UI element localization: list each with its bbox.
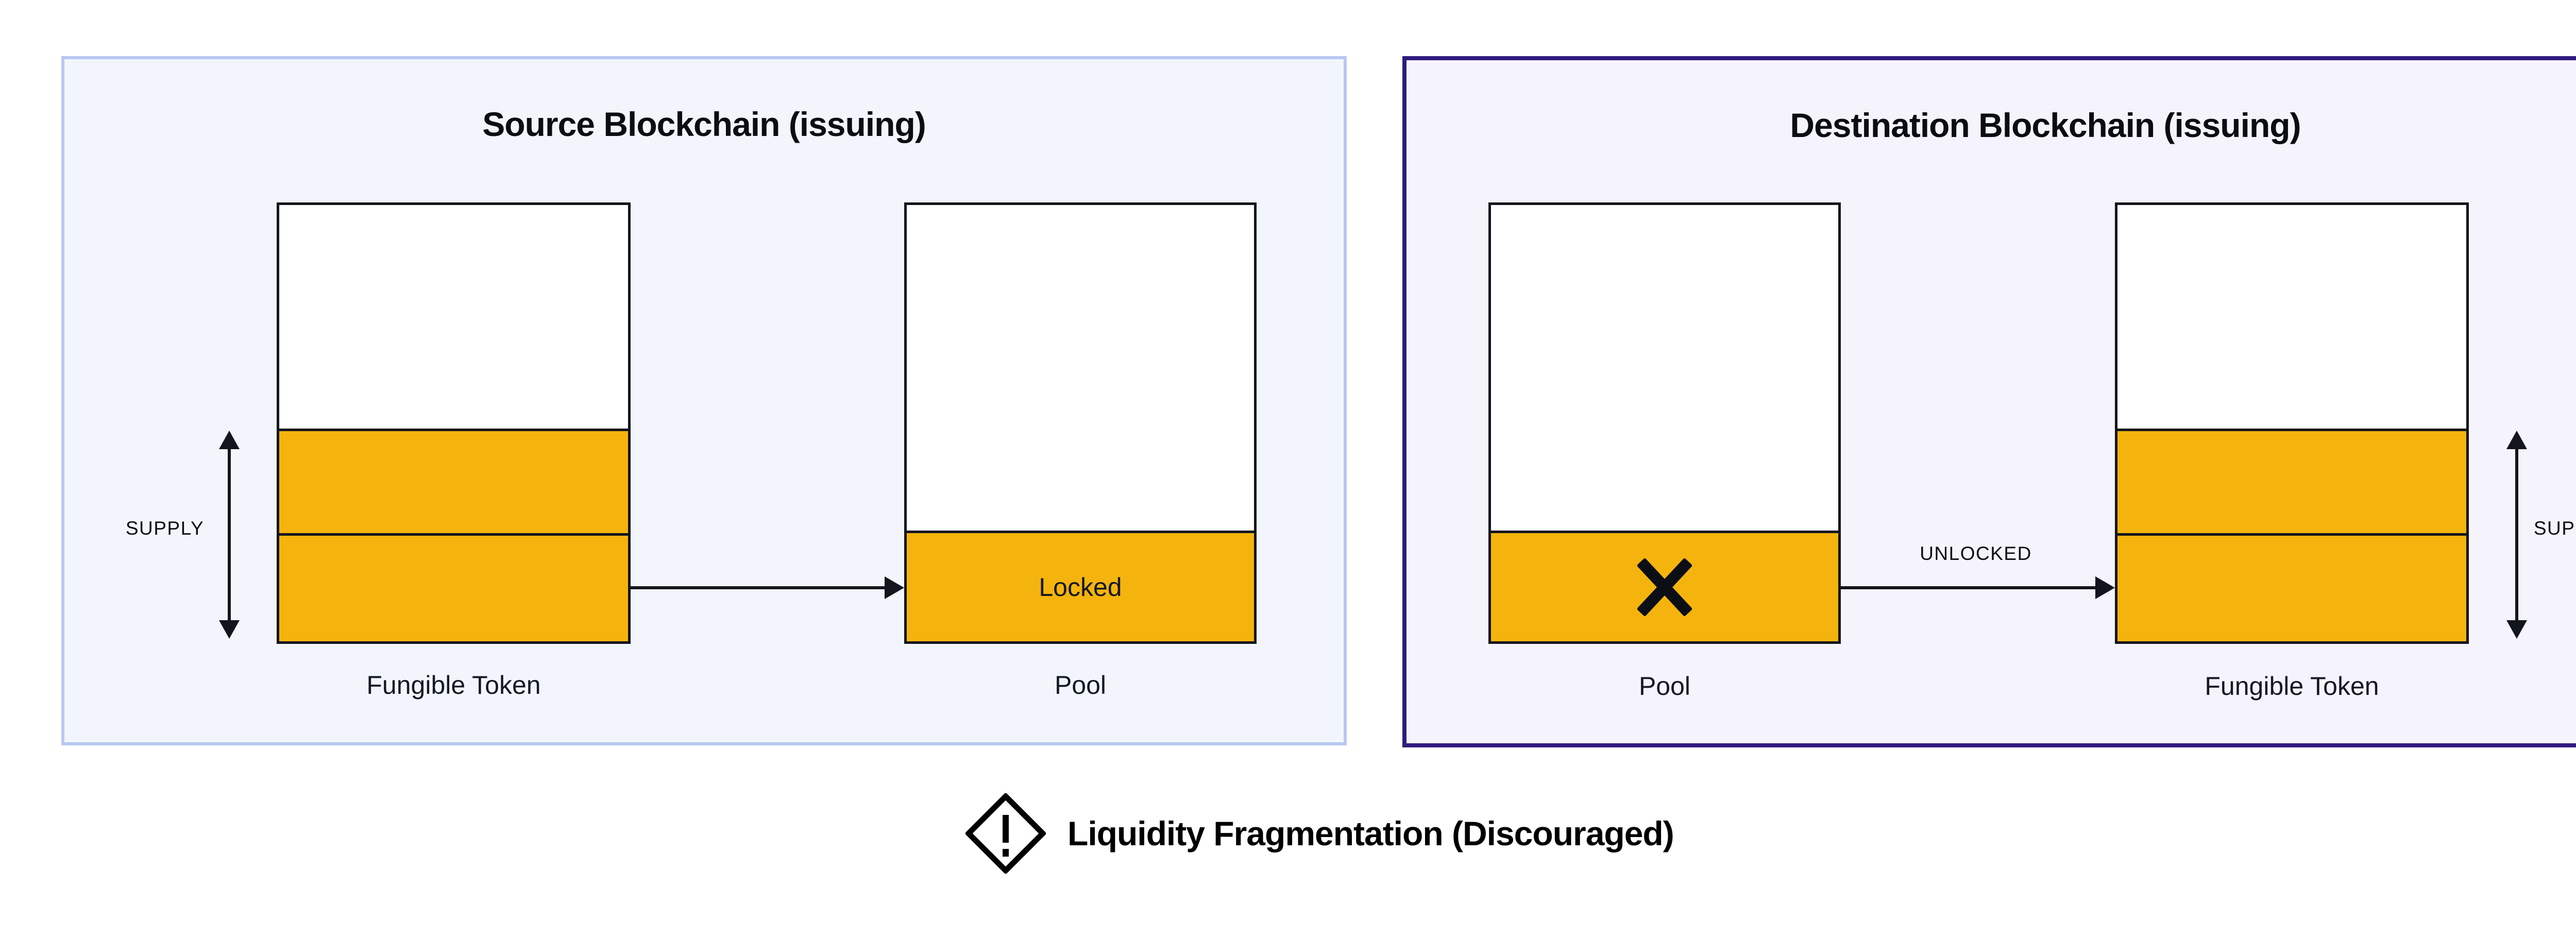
destination-supply-range-arrow-icon bbox=[2506, 431, 2527, 639]
destination-pool-empty-area bbox=[1491, 205, 1838, 531]
locked-label: Locked bbox=[1039, 573, 1122, 602]
source-pool-label: Pool bbox=[1054, 671, 1107, 700]
source-pool-locked-segment: Locked bbox=[907, 531, 1254, 641]
source-fungible-token-supply-segment-bottom bbox=[279, 533, 628, 641]
source-pool-empty-area bbox=[907, 205, 1254, 531]
destination-fungible-token-supply-segment-bottom bbox=[2117, 533, 2466, 641]
source-fungible-token-box bbox=[277, 202, 631, 644]
destination-panel-title: Destination Blockchain (issuing) bbox=[1790, 106, 2301, 144]
x-mark-icon bbox=[1636, 557, 1693, 617]
destination-fungible-token-box bbox=[2115, 202, 2469, 644]
caption-text: Liquidity Fragmentation (Discouraged) bbox=[1067, 814, 1674, 852]
source-fungible-token-label: Fungible Token bbox=[366, 671, 541, 700]
source-panel-title: Source Blockchain (issuing) bbox=[482, 105, 926, 143]
warning-diamond-exclamation-icon bbox=[965, 793, 1046, 874]
source-pool-box: Locked bbox=[904, 202, 1257, 644]
destination-pool-box bbox=[1488, 202, 1841, 644]
source-supply-range-arrow-icon bbox=[219, 431, 240, 639]
source-transfer-arrow-icon bbox=[631, 576, 904, 599]
destination-pool-unlocked-segment bbox=[1491, 531, 1838, 641]
source-fungible-token-supply-segment-top bbox=[279, 429, 628, 533]
destination-supply-label: SUPPLY bbox=[2533, 518, 2576, 539]
caption: Liquidity Fragmentation (Discouraged) bbox=[965, 793, 1674, 874]
destination-fungible-token-empty-area bbox=[2117, 205, 2466, 429]
destination-fungible-token-supply-segment-top bbox=[2117, 429, 2466, 533]
destination-fungible-token-label: Fungible Token bbox=[2205, 672, 2379, 701]
destination-pool-label: Pool bbox=[1638, 672, 1691, 701]
source-blockchain-panel: Source Blockchain (issuing) Locked SUPPL… bbox=[61, 56, 1347, 745]
destination-transfer-arrow-icon bbox=[1841, 576, 2115, 599]
source-supply-label: SUPPLY bbox=[125, 518, 205, 539]
unlocked-label: UNLOCKED bbox=[1920, 543, 2032, 564]
destination-blockchain-panel: Destination Blockchain (issuing) UNLOCKE… bbox=[1402, 56, 2576, 747]
source-fungible-token-empty-area bbox=[279, 205, 628, 429]
